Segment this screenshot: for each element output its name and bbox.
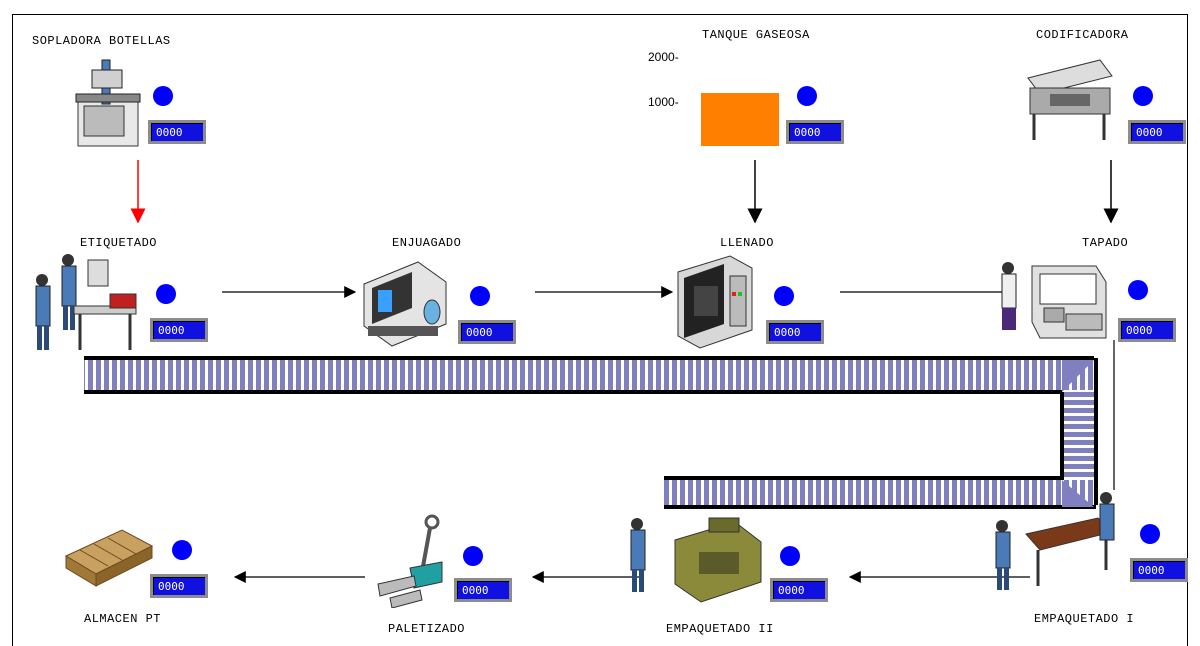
- packaging-i-station-icon: [995, 492, 1115, 590]
- labeling-station-icon: [35, 254, 137, 350]
- label-paletizado: PALETIZADO: [388, 622, 466, 636]
- label-empaquetado1: EMPAQUETADO I: [1034, 612, 1135, 626]
- status-indicator-empaquetado2: [780, 546, 800, 566]
- status-indicator-tanque: [797, 86, 817, 106]
- conveyor-bottom: [664, 476, 1096, 509]
- label-empaquetado2: EMPAQUETADO II: [666, 622, 774, 636]
- status-indicator-llenado: [774, 286, 794, 306]
- counter-empaquetado1: 0000: [1130, 558, 1188, 582]
- counter-almacen: 0000: [150, 574, 208, 598]
- status-indicator-sopladora: [153, 86, 173, 106]
- counter-tapado: 0000: [1118, 318, 1176, 342]
- label-sopladora: SOPLADORA BOTELLAS: [32, 34, 171, 48]
- packaging-ii-station-icon: [630, 517, 762, 603]
- counter-llenado: 0000: [766, 320, 824, 344]
- counter-enjuagado: 0000: [458, 320, 516, 344]
- counter-paletizado: 0000: [454, 578, 512, 602]
- label-tanque: TANQUE GASEOSA: [702, 28, 810, 42]
- label-llenado: LLENADO: [720, 236, 774, 250]
- tank-level-bar: [701, 92, 779, 146]
- pallet-icon: [64, 529, 154, 587]
- capping-station-icon: [1001, 262, 1107, 339]
- diagram-frame: [12, 14, 1188, 646]
- tank-tick-1000: 1000-: [648, 95, 679, 109]
- counter-sopladora: 0000: [148, 120, 206, 144]
- status-indicator-tapado: [1128, 280, 1148, 300]
- tank-tick-2000: 2000-: [648, 50, 679, 64]
- label-etiquetado: ETIQUETADO: [80, 236, 158, 250]
- blow-molder-icon: [75, 59, 141, 147]
- status-indicator-enjuagado: [470, 286, 490, 306]
- conveyor-right: [1060, 358, 1098, 505]
- label-almacen: ALMACEN PT: [84, 612, 162, 626]
- label-codificadora: CODIFICADORA: [1036, 28, 1129, 42]
- status-indicator-codificadora: [1133, 86, 1153, 106]
- status-indicator-etiquetado: [156, 284, 176, 304]
- coder-machine-icon: [1027, 59, 1113, 140]
- counter-tanque: 0000: [786, 120, 844, 144]
- status-indicator-empaquetado1: [1140, 524, 1160, 544]
- pallet-jack-icon: [377, 514, 443, 608]
- status-indicator-almacen: [172, 540, 192, 560]
- counter-empaquetado2: 0000: [770, 578, 828, 602]
- conveyor-top: [84, 356, 1094, 394]
- rinsing-machine-icon: [363, 261, 447, 347]
- label-enjuagado: ENJUAGADO: [392, 236, 462, 250]
- status-indicator-paletizado: [463, 546, 483, 566]
- filling-machine-icon: [677, 255, 753, 349]
- label-tapado: TAPADO: [1082, 236, 1129, 250]
- counter-etiquetado: 0000: [150, 318, 208, 342]
- counter-codificadora: 0000: [1128, 120, 1186, 144]
